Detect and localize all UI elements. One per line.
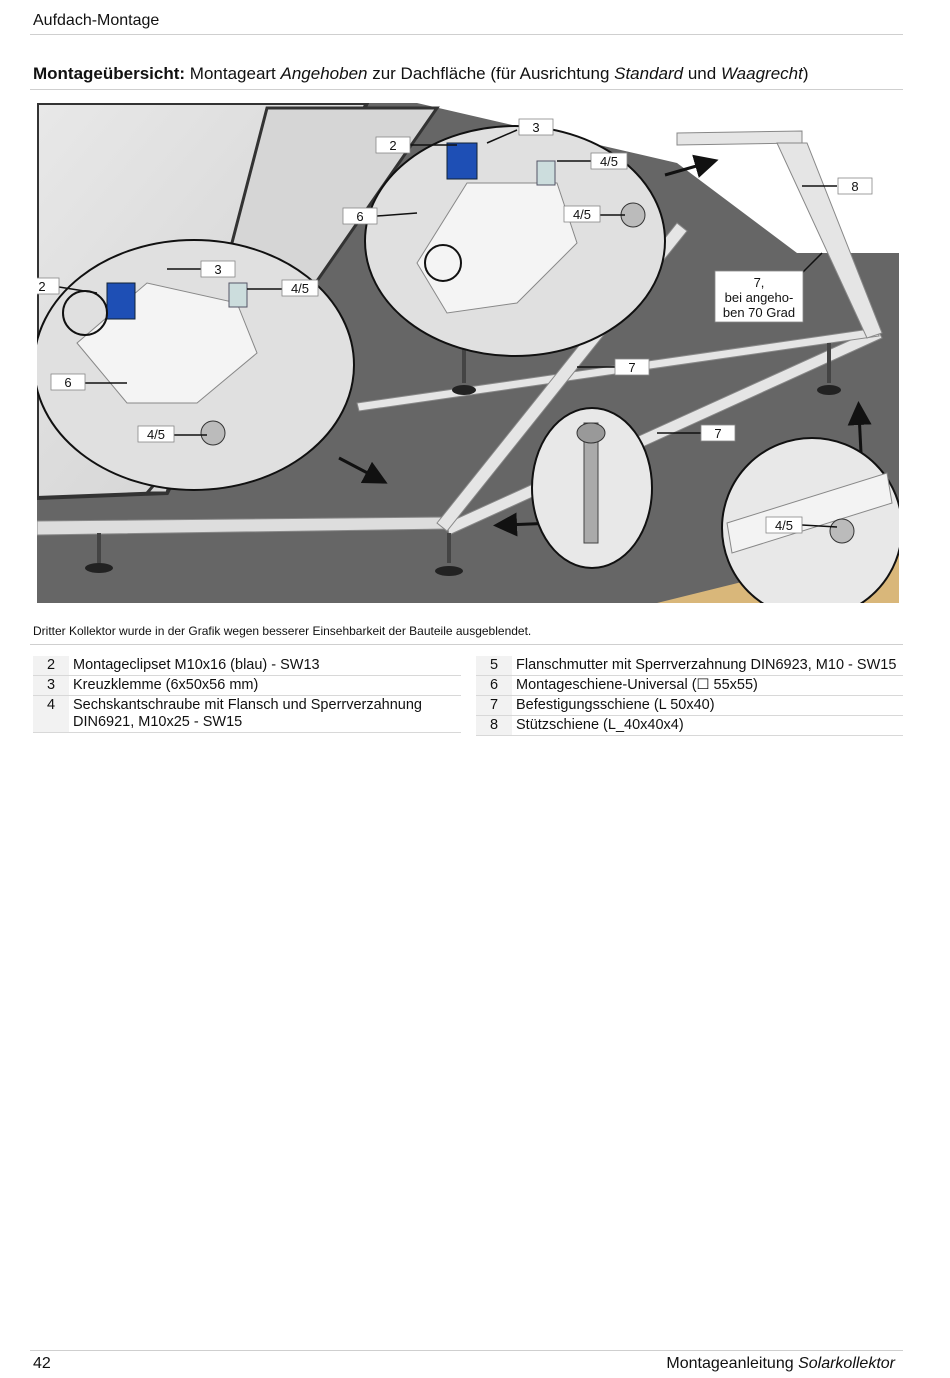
callout-label-3-left: 3 bbox=[200, 260, 236, 278]
callout-text-3-left: 3 bbox=[214, 262, 221, 277]
callout-text-7b: 7 bbox=[714, 426, 721, 441]
callout-label-45-top-b: 4/5 bbox=[563, 205, 601, 223]
callout-text-2-top: 2 bbox=[389, 138, 396, 153]
header-rule bbox=[30, 34, 903, 35]
detail-ring-top bbox=[424, 244, 462, 282]
detail-zoom-top bbox=[364, 125, 666, 357]
callout-label-2-left: 2 bbox=[37, 277, 60, 295]
callout-text-7a: 7 bbox=[628, 360, 635, 375]
callout-text-7-note-1: 7, bbox=[754, 275, 765, 290]
part-number: 5 bbox=[476, 656, 512, 676]
title-part1: Montageart bbox=[185, 64, 281, 83]
callout-label-2-top: 2 bbox=[375, 136, 411, 154]
callout-label-7b: 7 bbox=[700, 424, 736, 442]
title-part2: zur Dachfläche (für Ausrichtung bbox=[367, 64, 615, 83]
title-bold: Montageübersicht: bbox=[33, 64, 186, 83]
part-description: Montageschiene-Universal (☐ 55x55) bbox=[512, 675, 903, 696]
callout-label-8: 8 bbox=[837, 177, 873, 195]
callout-label-7a: 7 bbox=[614, 358, 650, 376]
figure-caption: Dritter Kollektor wurde in der Grafik we… bbox=[33, 624, 532, 638]
support-rail-8 bbox=[776, 142, 883, 339]
bolt-left bbox=[200, 420, 226, 446]
callout-text-45-top-b: 4/5 bbox=[573, 207, 591, 222]
title-em1: Angehoben bbox=[280, 64, 368, 83]
page-title: Montageübersicht: Montageart Angehoben z… bbox=[33, 64, 809, 84]
part-description: Sechskantschraube mit Flansch und Sperrv… bbox=[69, 695, 461, 733]
callout-label-45-left-b: 4/5 bbox=[137, 425, 175, 443]
bolt-right bbox=[829, 518, 855, 544]
title-em2: Standard bbox=[614, 64, 684, 83]
callout-text-7-note-3: ben 70 Grad bbox=[723, 305, 795, 320]
document-title-em: Solarkollektor bbox=[798, 1355, 895, 1372]
callout-text-3-top: 3 bbox=[532, 120, 539, 135]
blue-clip-left bbox=[106, 282, 136, 320]
callout-label-6-top: 6 bbox=[342, 207, 378, 225]
callout-label-45-left-a: 4/5 bbox=[281, 279, 319, 297]
callout-text-8: 8 bbox=[851, 179, 858, 194]
callout-label-7-note: 7, bei angeho- ben 70 Grad bbox=[714, 270, 804, 323]
callout-text-45-left-b: 4/5 bbox=[147, 427, 165, 442]
section-header: Aufdach-Montage bbox=[33, 12, 160, 29]
callout-label-6-left: 6 bbox=[50, 373, 86, 391]
title-part4: ) bbox=[802, 64, 809, 83]
callout-label-45-right: 4/5 bbox=[765, 516, 803, 534]
part-number: 8 bbox=[476, 715, 512, 736]
callout-text-2-left: 2 bbox=[38, 279, 45, 294]
part-number: 2 bbox=[33, 656, 69, 676]
callout-label-3-top: 3 bbox=[518, 118, 554, 136]
callout-text-45-top-a: 4/5 bbox=[600, 154, 618, 169]
callout-text-6-left: 6 bbox=[64, 375, 71, 390]
caption-rule bbox=[30, 644, 903, 645]
part-description: Flanschmutter mit Sperrverzahnung DIN692… bbox=[512, 656, 903, 676]
callout-text-7-note-2: bei angeho- bbox=[725, 290, 794, 305]
title-part3: und bbox=[683, 64, 721, 83]
part-description: Montageclipset M10x16 (blau) - SW13 bbox=[69, 656, 461, 676]
title-rule bbox=[30, 89, 903, 90]
callout-text-45-right: 4/5 bbox=[775, 518, 793, 533]
document-title-plain: Montageanleitung bbox=[666, 1355, 799, 1372]
part-description: Befestigungsschiene (L 50x40) bbox=[512, 695, 903, 716]
part-number: 6 bbox=[476, 675, 512, 696]
part-number: 3 bbox=[33, 675, 69, 696]
part-number: 7 bbox=[476, 695, 512, 716]
assembly-illustration: 2 3 4/5 6 4/5 2 3 4/5 6 4/5 8 7, bei ang… bbox=[37, 103, 899, 603]
blue-clip-top bbox=[446, 142, 478, 180]
clamp-top bbox=[536, 160, 556, 186]
clamp-left bbox=[228, 282, 248, 308]
document-title: Montageanleitung Solarkollektor bbox=[666, 1355, 895, 1373]
page-number: 42 bbox=[33, 1355, 51, 1372]
callout-label-45-top-a: 4/5 bbox=[590, 152, 628, 170]
callout-text-45-left-a: 4/5 bbox=[291, 281, 309, 296]
detail-zoom-middle bbox=[531, 407, 653, 569]
detail-zoom-left bbox=[37, 239, 355, 491]
title-em3: Waagrecht bbox=[720, 64, 803, 83]
part-number: 4 bbox=[33, 695, 69, 733]
part-description: Kreuzklemme (6x50x56 mm) bbox=[69, 675, 461, 696]
part-description: Stützschiene (L_40x40x4) bbox=[512, 715, 903, 736]
callout-text-6-top: 6 bbox=[356, 209, 363, 224]
footer-rule bbox=[30, 1350, 903, 1351]
direction-arrows bbox=[338, 154, 872, 537]
feet bbox=[85, 343, 841, 576]
